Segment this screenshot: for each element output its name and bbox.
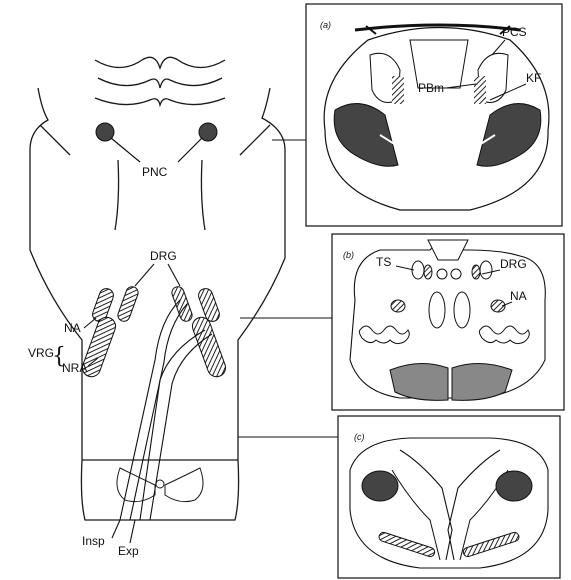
pbm-right-hatch: [474, 76, 486, 104]
ts-label: TS: [376, 255, 391, 269]
pbm-label: PBm: [418, 81, 444, 95]
drg-label: DRG: [150, 249, 177, 263]
drg-left-nucleus: [116, 285, 140, 323]
pnc-label: PNC: [142, 165, 168, 179]
pnc-right-leader: [178, 138, 202, 162]
exp-label: Exp: [118, 544, 139, 558]
drg-b-label: DRG: [500, 257, 527, 271]
na-leader: [84, 318, 96, 328]
insp-label: Insp: [82, 534, 105, 548]
kf-label: KF: [526, 71, 541, 85]
drg-right-nucleus: [170, 285, 194, 323]
pcs-label: PCS: [502, 25, 527, 39]
na-b-left: [391, 300, 405, 312]
nra-label: NRA: [62, 361, 87, 375]
cord-left-oval: [362, 471, 398, 501]
panel-b-tag: (b): [343, 250, 354, 260]
panel-a: (a) PCS PBm KF: [306, 4, 562, 226]
brainstem-outline: [30, 57, 285, 520]
ts-nucleus: [424, 265, 432, 279]
na-b-label: NA: [510, 289, 527, 303]
drg-b-nucleus: [472, 265, 480, 279]
drg-right-leader: [168, 264, 180, 286]
panel-a-tag: (a): [320, 20, 331, 30]
panel-c: (c): [338, 416, 560, 578]
na-label: NA: [64, 321, 81, 335]
drg-left-leader: [135, 264, 154, 286]
cord-right-oval: [496, 471, 532, 501]
vrg-label: VRG: [28, 346, 54, 360]
panel-b: (b) TS DRG NA: [332, 234, 564, 410]
insp-leader: [112, 520, 120, 538]
panel-c-tag: (c): [354, 432, 365, 442]
pbm-left-hatch: [392, 76, 404, 104]
pnc-left-leader: [111, 138, 140, 162]
exp-leader: [130, 520, 135, 543]
